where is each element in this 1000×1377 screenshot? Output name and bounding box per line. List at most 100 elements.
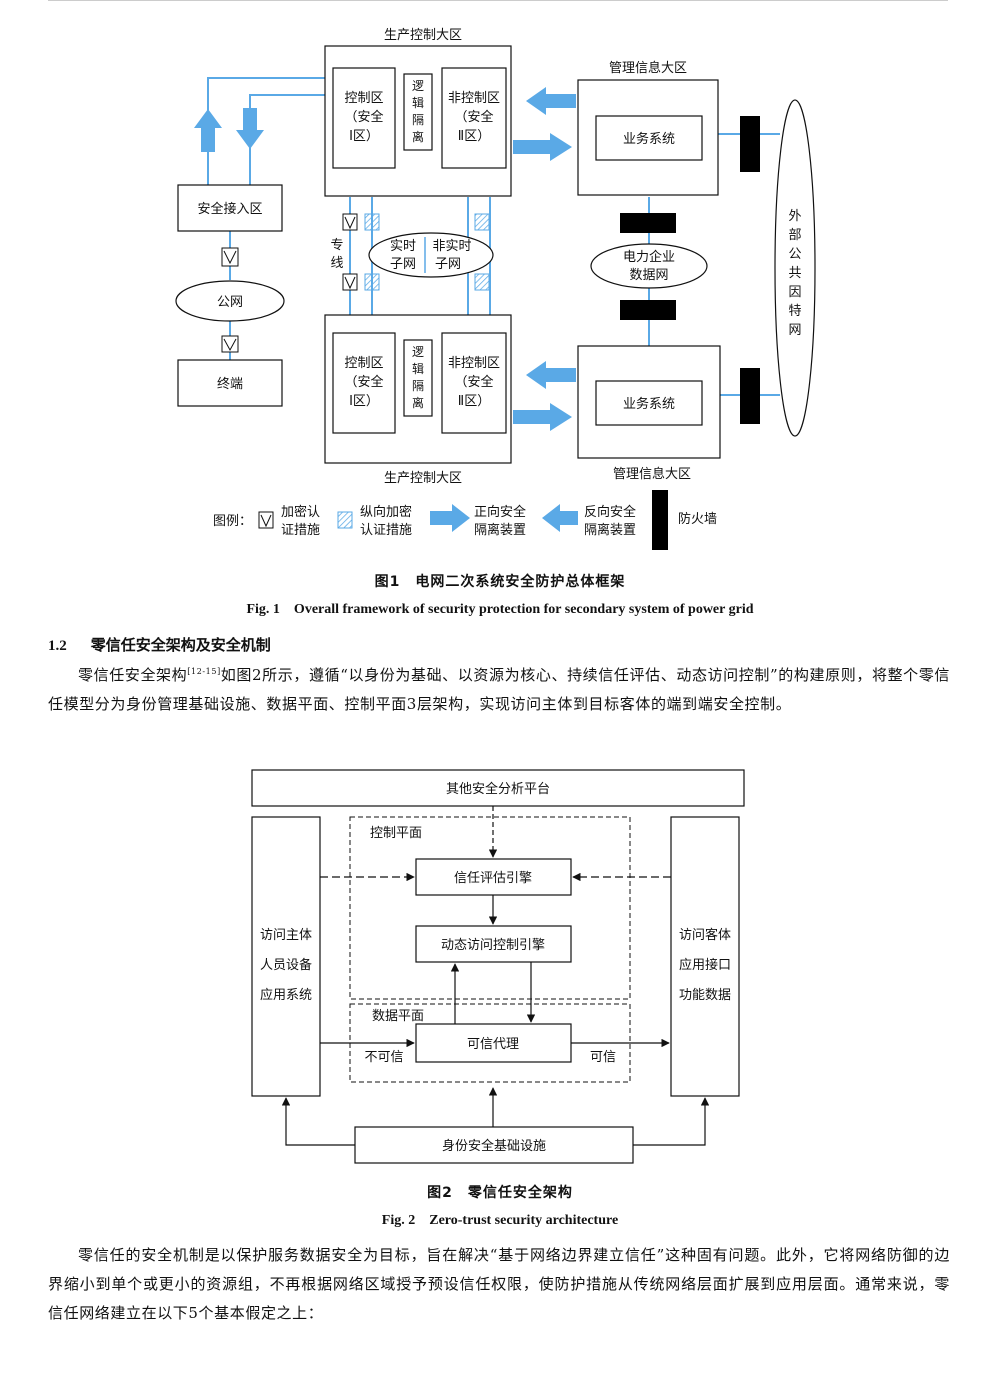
vertical-encrypt-icon-2 (474, 213, 490, 231)
control-zone-top-line3: Ⅰ区） (349, 129, 379, 144)
legend-forward-arrow (430, 504, 470, 532)
other-security-platform-label: 其他安全分析平台 (446, 781, 550, 797)
public-net-label: 公网 (217, 295, 243, 310)
forward-iso-arrow-bottom (513, 403, 572, 431)
legend-reverse-arrow (542, 504, 578, 532)
legend-reverse-line2: 隔离装置 (584, 522, 636, 538)
logic-iso-bottom-4: 离 (412, 395, 424, 410)
internet-char-6: 特 (788, 304, 801, 319)
encrypt-auth-icon-3 (342, 213, 358, 231)
legend-label: 图例： (213, 514, 252, 529)
isolation-arrows (194, 87, 576, 431)
paragraph-1: 零信任安全架构[12-15]如图2所示，遵循“以身份为基础、以资源为核心、持续信… (48, 661, 950, 719)
internet-char-5: 因 (788, 285, 801, 300)
page-top-rule (48, 0, 948, 1)
power-data-net-line1: 电力企业 (623, 249, 675, 265)
section-title: 零信任安全架构及安全机制 (90, 636, 271, 654)
internet-char-2: 部 (788, 228, 801, 243)
power-data-net-line2: 数据网 (629, 268, 668, 283)
mgmt-region-bottom-title: 管理信息大区 (613, 466, 691, 482)
secure-access-label: 安全接入区 (197, 201, 262, 217)
subject-line2: 人员设备 (260, 957, 312, 973)
dynamic-engine-label: 动态访问控制引擎 (441, 938, 545, 953)
data-plane-label: 数据平面 (372, 1009, 424, 1024)
figure-2-caption-en: Fig. 2 Zero-trust security architecture (381, 1213, 619, 1228)
figure-2-diagram: 其他安全分析平台 控制平面 数据平面 访问主体 人员设备 应用系统 访问客体 应… (251, 769, 745, 1164)
encrypt-auth-icon-1 (221, 247, 239, 267)
legend-forward-line2: 隔离装置 (474, 522, 526, 538)
control-plane-label: 控制平面 (370, 826, 422, 841)
figure-2-arrows (281, 806, 710, 1146)
figure-1-caption-en: Fig. 1 Overall framework of security pro… (246, 602, 754, 617)
logic-iso-top-4: 离 (412, 129, 424, 144)
logic-iso-bottom-1: 逻 (412, 345, 424, 359)
legend-encrypt-line1: 加密认 (281, 504, 320, 520)
control-zone-bottom-line1: 控制区 (344, 356, 383, 371)
noncontrol-zone-top-line3: Ⅱ区） (458, 129, 490, 144)
up-arrow-access (194, 109, 222, 152)
figure-1-diagram: 生产控制大区 控制区 （安全 Ⅰ区） 逻 辑 隔 离 非控制区 （安全 Ⅱ区） … (175, 28, 816, 550)
subnet-ellipse (368, 232, 494, 278)
power-data-net-ellipse (590, 243, 708, 289)
control-zone-bottom-line2: （安全 (344, 374, 383, 390)
control-zone-top-line2: （安全 (344, 109, 383, 125)
nonrealtime-subnet-line1: 非实时 (432, 239, 471, 254)
firewall-internet-top (740, 116, 760, 172)
logic-isolation-bottom-box (403, 339, 433, 417)
terminal-label: 终端 (217, 376, 243, 392)
subject-line1: 访问主体 (260, 928, 312, 943)
vertical-encrypt-icon-3 (364, 273, 380, 291)
logic-iso-top-3: 隔 (412, 113, 424, 127)
reverse-iso-arrow-bottom (526, 361, 576, 389)
logic-isolation-top-box (403, 73, 433, 151)
control-zone-bottom-line3: Ⅰ区） (349, 394, 379, 409)
paragraph-2: 零信任的安全机制是以保护服务数据安全为目标，旨在解决“基于网络边界建立信任”这种… (48, 1246, 950, 1322)
internet-char-7: 网 (788, 323, 801, 338)
trusted-proxy-box (415, 1023, 572, 1063)
subject-line3: 应用系统 (260, 987, 312, 1003)
production-region-top-title: 生产控制大区 (384, 28, 462, 43)
noncontrol-zone-bottom-box (441, 332, 507, 434)
legend-encrypt-line2: 证措施 (281, 523, 320, 538)
para1-body: 如图2所示，遵循“以身份为基础、以资源为核心、持续信任评估、动态访问控制”的构建… (48, 666, 950, 713)
firewall-internet-bottom (740, 368, 760, 424)
legend-vertical-line2: 认证措施 (360, 523, 412, 538)
vertical-encrypt-icon-1 (364, 213, 380, 231)
legend-firewall-label: 防火墙 (678, 511, 717, 527)
business-system-top-label: 业务系统 (623, 131, 675, 147)
section-number: 1.2 (48, 638, 67, 654)
mgmt-region-top-title: 管理信息大区 (609, 60, 687, 76)
realtime-subnet-line1: 实时 (390, 239, 416, 254)
noncontrol-zone-top-box (441, 67, 507, 169)
secure-access-box (177, 184, 283, 232)
control-zone-bottom-box (332, 332, 396, 434)
logic-iso-top-2: 辑 (412, 96, 424, 110)
forward-iso-arrow-top (513, 133, 572, 161)
external-internet-ellipse (774, 99, 816, 437)
production-region-bottom-title: 生产控制大区 (384, 471, 462, 486)
object-line3: 功能数据 (679, 988, 731, 1003)
business-system-bottom-box (595, 380, 703, 426)
logic-iso-bottom-3: 隔 (412, 379, 424, 393)
public-net-ellipse (175, 280, 285, 322)
internet-char-3: 公 (788, 247, 801, 262)
dedicated-line-char-2: 线 (330, 256, 343, 271)
legend-vertical-icon (337, 511, 353, 529)
other-security-platform-box (251, 769, 745, 807)
legend-firewall-icon (652, 490, 668, 550)
realtime-subnet-line2: 子网 (390, 257, 416, 272)
identity-infra-label: 身份安全基础设施 (442, 1138, 546, 1154)
legend-forward-line1: 正向安全 (474, 504, 526, 520)
control-zone-top-line1: 控制区 (344, 91, 383, 106)
noncontrol-zone-top-line1: 非控制区 (448, 91, 500, 106)
logic-iso-bottom-2: 辑 (412, 362, 424, 376)
noncontrol-zone-bottom-line1: 非控制区 (448, 356, 500, 371)
trust-engine-box (415, 858, 572, 896)
noncontrol-zone-bottom-line2: （安全 (454, 374, 493, 390)
trusted-label: 可信 (590, 1050, 616, 1065)
para1-citation: [12-15] (187, 667, 221, 676)
trusted-proxy-label: 可信代理 (467, 1037, 519, 1052)
legend-reverse-line1: 反向安全 (584, 504, 636, 520)
object-line1: 访问客体 (679, 927, 731, 943)
legend-encrypt-icon (258, 511, 274, 529)
